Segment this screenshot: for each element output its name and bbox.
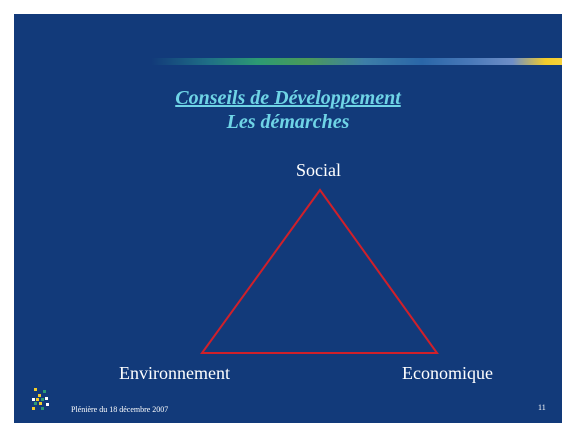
decorative-gradient-bar: [151, 58, 562, 65]
page-number: 11: [538, 403, 546, 412]
triangle-shape: [200, 188, 439, 354]
triangle-label-economique: Economique: [402, 363, 493, 383]
title-line-1: Conseils de Développement: [175, 87, 401, 109]
organization-logo-icon: [32, 388, 49, 410]
slide-title: Conseils de Développement Les démarches: [14, 86, 562, 134]
footer-text: Plénière du 18 décembre 2007: [71, 405, 169, 414]
slide: Conseils de Développement Les démarches …: [14, 14, 562, 423]
triangle-label-environnement: Environnement: [119, 363, 230, 383]
triangle-diagram: [200, 188, 439, 354]
triangle-label-social: Social: [296, 160, 341, 180]
title-line-2: Les démarches: [226, 111, 350, 133]
